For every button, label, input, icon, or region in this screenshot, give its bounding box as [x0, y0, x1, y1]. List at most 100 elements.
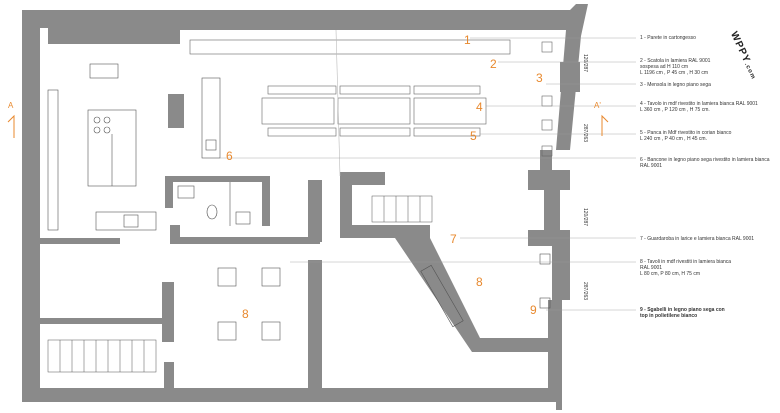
wall-segment — [262, 176, 270, 226]
legend-line: L 240 cm , P 40 cm , H 45 cm. — [640, 136, 707, 142]
wall-segment — [168, 94, 184, 128]
dimension-label: 120/287 — [582, 54, 588, 72]
number-label: 3 — [536, 71, 543, 85]
wall-segment — [308, 180, 322, 242]
legend-item: 3 - Mensola in legno piano sega — [640, 82, 778, 88]
legend-line: 8 - Tavoli in mdf rivestiti in lamiera b… — [640, 259, 732, 265]
number-label: 2 — [490, 57, 497, 71]
wall-segment — [528, 170, 552, 190]
number-label: 4 — [476, 100, 483, 114]
wall-segment — [165, 176, 270, 182]
bar-counter — [420, 264, 464, 328]
burner — [103, 116, 111, 124]
table — [337, 97, 411, 125]
legend-line: L 1196 cm , P 45 cm , H 30 cm — [640, 70, 708, 76]
section-markers — [7, 114, 609, 138]
wall-segment — [170, 225, 180, 242]
burner — [93, 126, 101, 134]
legend-line: RAL 9001 — [640, 265, 663, 271]
toilet — [206, 204, 218, 220]
legend-line: 1 - Parete in cartongesso — [640, 35, 696, 41]
legend-item: 7 - Guardaroba in larice e lamiera bianc… — [640, 236, 778, 242]
kitchen-cabinet — [89, 63, 119, 79]
dimension-label: 287/263 — [582, 124, 588, 142]
stool — [541, 95, 553, 107]
legend-item: 6 - Bancone in legno piano sega rivestit… — [640, 157, 778, 169]
bench-top — [267, 85, 337, 95]
bench-top — [339, 85, 411, 95]
dimension-label: 287/263 — [582, 282, 588, 300]
legend-line: 9 - Sgabelli in legno piano sega con — [640, 307, 725, 313]
bancone-sink — [205, 139, 217, 151]
legend-line: 7 - Guardaroba in larice e lamiera bianc… — [640, 236, 755, 242]
wall-segment — [165, 176, 173, 208]
burner — [103, 126, 111, 134]
legend-line: L 80 cm, P 80 cm, H 75 cm — [640, 271, 701, 277]
sink — [235, 211, 251, 225]
wall-segment — [164, 362, 174, 388]
legend-line: sospesa ad H 110 cm — [640, 64, 688, 70]
number-label: 8 — [476, 275, 483, 289]
small-table — [217, 267, 237, 287]
legend-item: 9 - Sgabelli in legno piano sega con top… — [640, 307, 778, 319]
stair-outline — [47, 339, 157, 373]
legend-item: 4 - Tavolo in mdf rivestito in lamiera b… — [640, 101, 778, 113]
dining-tables — [217, 267, 281, 341]
legend-item: 1 - Parete in cartongesso — [640, 35, 778, 41]
legend-item: 8 - Tavoli in mdf rivestiti in lamiera b… — [640, 259, 778, 277]
section-arrow-left — [7, 114, 15, 138]
legend-line: RAL 9001 — [640, 163, 663, 169]
wall-segment — [170, 237, 320, 244]
bench — [413, 127, 481, 137]
bathroom — [177, 182, 251, 226]
legend-line: 6 - Bancone in legno piano sega rivestit… — [640, 157, 770, 163]
wall-segment — [40, 318, 170, 324]
sink — [177, 185, 195, 199]
number-label: 8 — [242, 307, 249, 321]
number-label: 6 — [226, 149, 233, 163]
legend-item: 2 - Scatola in lamiera RAL 9001 sospesa … — [640, 58, 778, 76]
wall-segment — [308, 260, 322, 388]
section-arrow-right — [601, 114, 609, 136]
legend-line: top in polietilene bianco — [640, 313, 698, 319]
bancone-counter — [201, 77, 221, 159]
table — [261, 97, 335, 125]
number-label: 5 — [470, 129, 477, 143]
table — [413, 97, 487, 125]
bench — [267, 127, 337, 137]
bar-area — [420, 253, 551, 328]
stool — [539, 253, 551, 265]
legend-line: 4 - Tavolo in mdf rivestito in lamiera b… — [640, 101, 758, 107]
stool — [539, 297, 551, 309]
stool — [541, 119, 553, 131]
number-label: 9 — [530, 303, 537, 317]
wall-segment — [40, 238, 120, 244]
bench-top — [413, 85, 481, 95]
kitchen — [47, 63, 221, 231]
legend-line: L 360 cm , P 120 cm , H 75 cm. — [640, 107, 710, 113]
kitchen-counter — [47, 89, 59, 231]
legend-line: 3 - Mensola in legno piano sega — [640, 82, 711, 88]
dimension-label: 120/287 — [582, 208, 588, 226]
small-table — [261, 321, 281, 341]
stool — [541, 41, 553, 53]
leader-lines — [220, 37, 636, 311]
wall-segment — [162, 282, 174, 342]
section-label-a-prime: A' — [594, 101, 601, 110]
legend-line: 2 - Scatola in lamiera RAL 9001 — [640, 58, 711, 64]
stool — [541, 145, 553, 157]
small-table — [217, 321, 237, 341]
wardrobe — [371, 195, 433, 223]
legend-item: 5 - Panca in Mdf rivestito in corian bia… — [640, 130, 778, 142]
interior-walls — [40, 62, 580, 388]
small-table — [261, 267, 281, 287]
staircase — [47, 195, 433, 373]
sink — [123, 214, 139, 228]
number-label: 1 — [464, 33, 471, 47]
section-label-a: A — [8, 101, 14, 110]
dining-furniture — [189, 29, 553, 177]
burner — [93, 116, 101, 124]
number-label: 7 — [450, 232, 457, 246]
legend-line: 5 - Panca in Mdf rivestito in corian bia… — [640, 130, 732, 136]
